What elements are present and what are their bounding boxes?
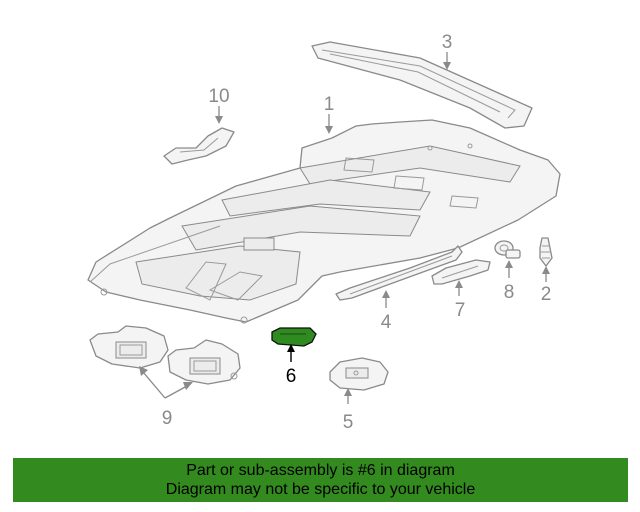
part-3-header-trim[interactable] — [311, 41, 533, 129]
part-6-highlighted[interactable] — [271, 327, 317, 347]
callout-arrows — [139, 52, 550, 404]
part-2-clip[interactable] — [539, 237, 553, 267]
callout-6: 6 — [286, 366, 297, 387]
callout-8: 8 — [504, 282, 515, 303]
part-1-headliner[interactable] — [87, 119, 561, 324]
callout-2: 2 — [541, 284, 552, 305]
part-5-lamp[interactable] — [329, 357, 389, 391]
info-banner: Part or sub-assembly is #6 in diagram Di… — [13, 458, 628, 502]
callout-9: 9 — [162, 408, 173, 429]
callout-10: 10 — [208, 86, 229, 107]
parts-diagram: 3 1 10 8 2 4 7 6 5 9 — [87, 32, 561, 433]
callout-1: 1 — [324, 94, 335, 115]
banner-line-1: Part or sub-assembly is #6 in diagram — [186, 462, 455, 479]
callout-4: 4 — [381, 312, 392, 333]
part-7-trim-piece[interactable] — [431, 259, 491, 285]
callout-3: 3 — [442, 32, 453, 53]
banner-line-2: Diagram may not be specific to your vehi… — [165, 481, 476, 498]
callout-7: 7 — [455, 300, 466, 321]
part-10-grab-handle[interactable] — [163, 127, 235, 165]
callout-5: 5 — [343, 412, 354, 433]
part-9-sun-visors[interactable] — [89, 325, 241, 385]
part-8-push-fastener[interactable] — [494, 240, 521, 259]
part-4-trim-strip[interactable] — [335, 245, 463, 301]
